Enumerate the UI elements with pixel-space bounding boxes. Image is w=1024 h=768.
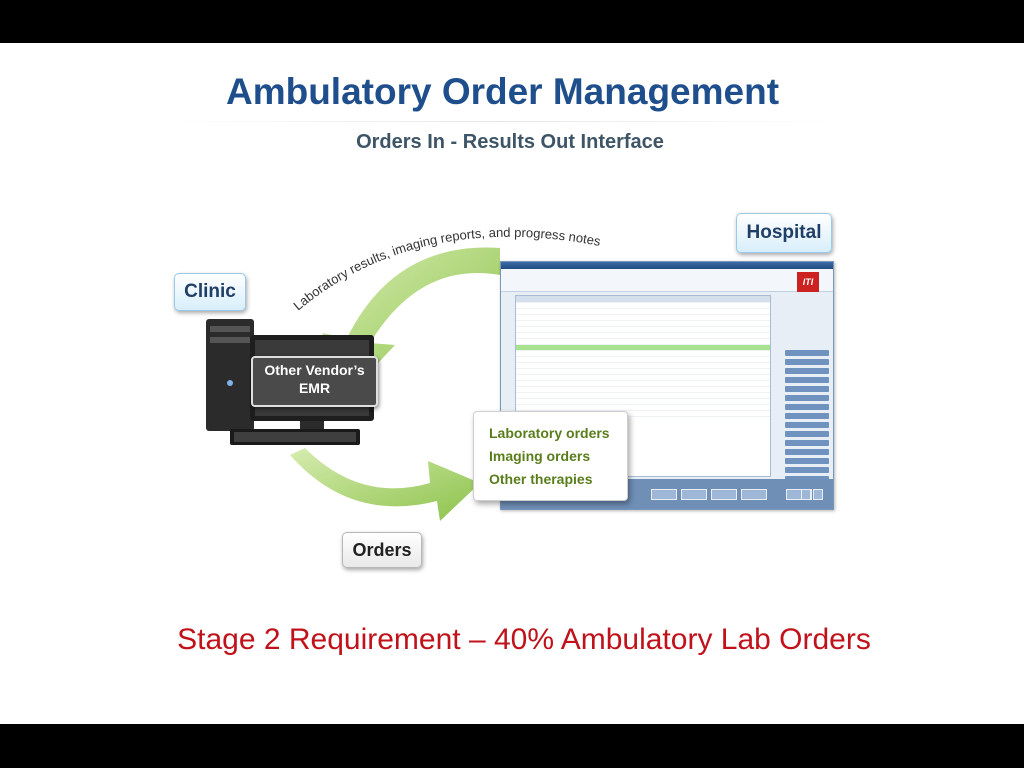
vendor-line-1: Other Vendor’s	[264, 362, 365, 378]
clinic-label: Clinic	[174, 273, 246, 311]
stage-requirement-footer: Stage 2 Requirement – 40% Ambulatory Lab…	[177, 623, 871, 656]
slide: Ambulatory Order Management Orders In - …	[0, 43, 1024, 724]
hospital-emr-screenshot: ITI	[500, 261, 834, 510]
app-logo-icon: ITI	[797, 272, 819, 292]
orders-label: Orders	[342, 532, 422, 568]
green-arrow-icon	[290, 448, 480, 521]
list-item: Imaging orders	[489, 448, 591, 464]
other-vendor-emr-label: Other Vendor’s EMR	[251, 356, 378, 407]
slide-subtitle: Orders In - Results Out Interface	[356, 131, 664, 153]
slide-title: Ambulatory Order Management	[225, 71, 780, 112]
subtitle-divider	[150, 121, 850, 122]
vendor-line-2: EMR	[298, 380, 331, 396]
hospital-label: Hospital	[736, 213, 832, 253]
list-item: Other therapies	[489, 471, 593, 487]
keyboard-icon	[230, 429, 360, 445]
list-item: Laboratory orders	[489, 425, 610, 441]
side-buttons	[785, 350, 829, 494]
order-types-list: Laboratory orders Imaging orders Other t…	[473, 411, 628, 501]
